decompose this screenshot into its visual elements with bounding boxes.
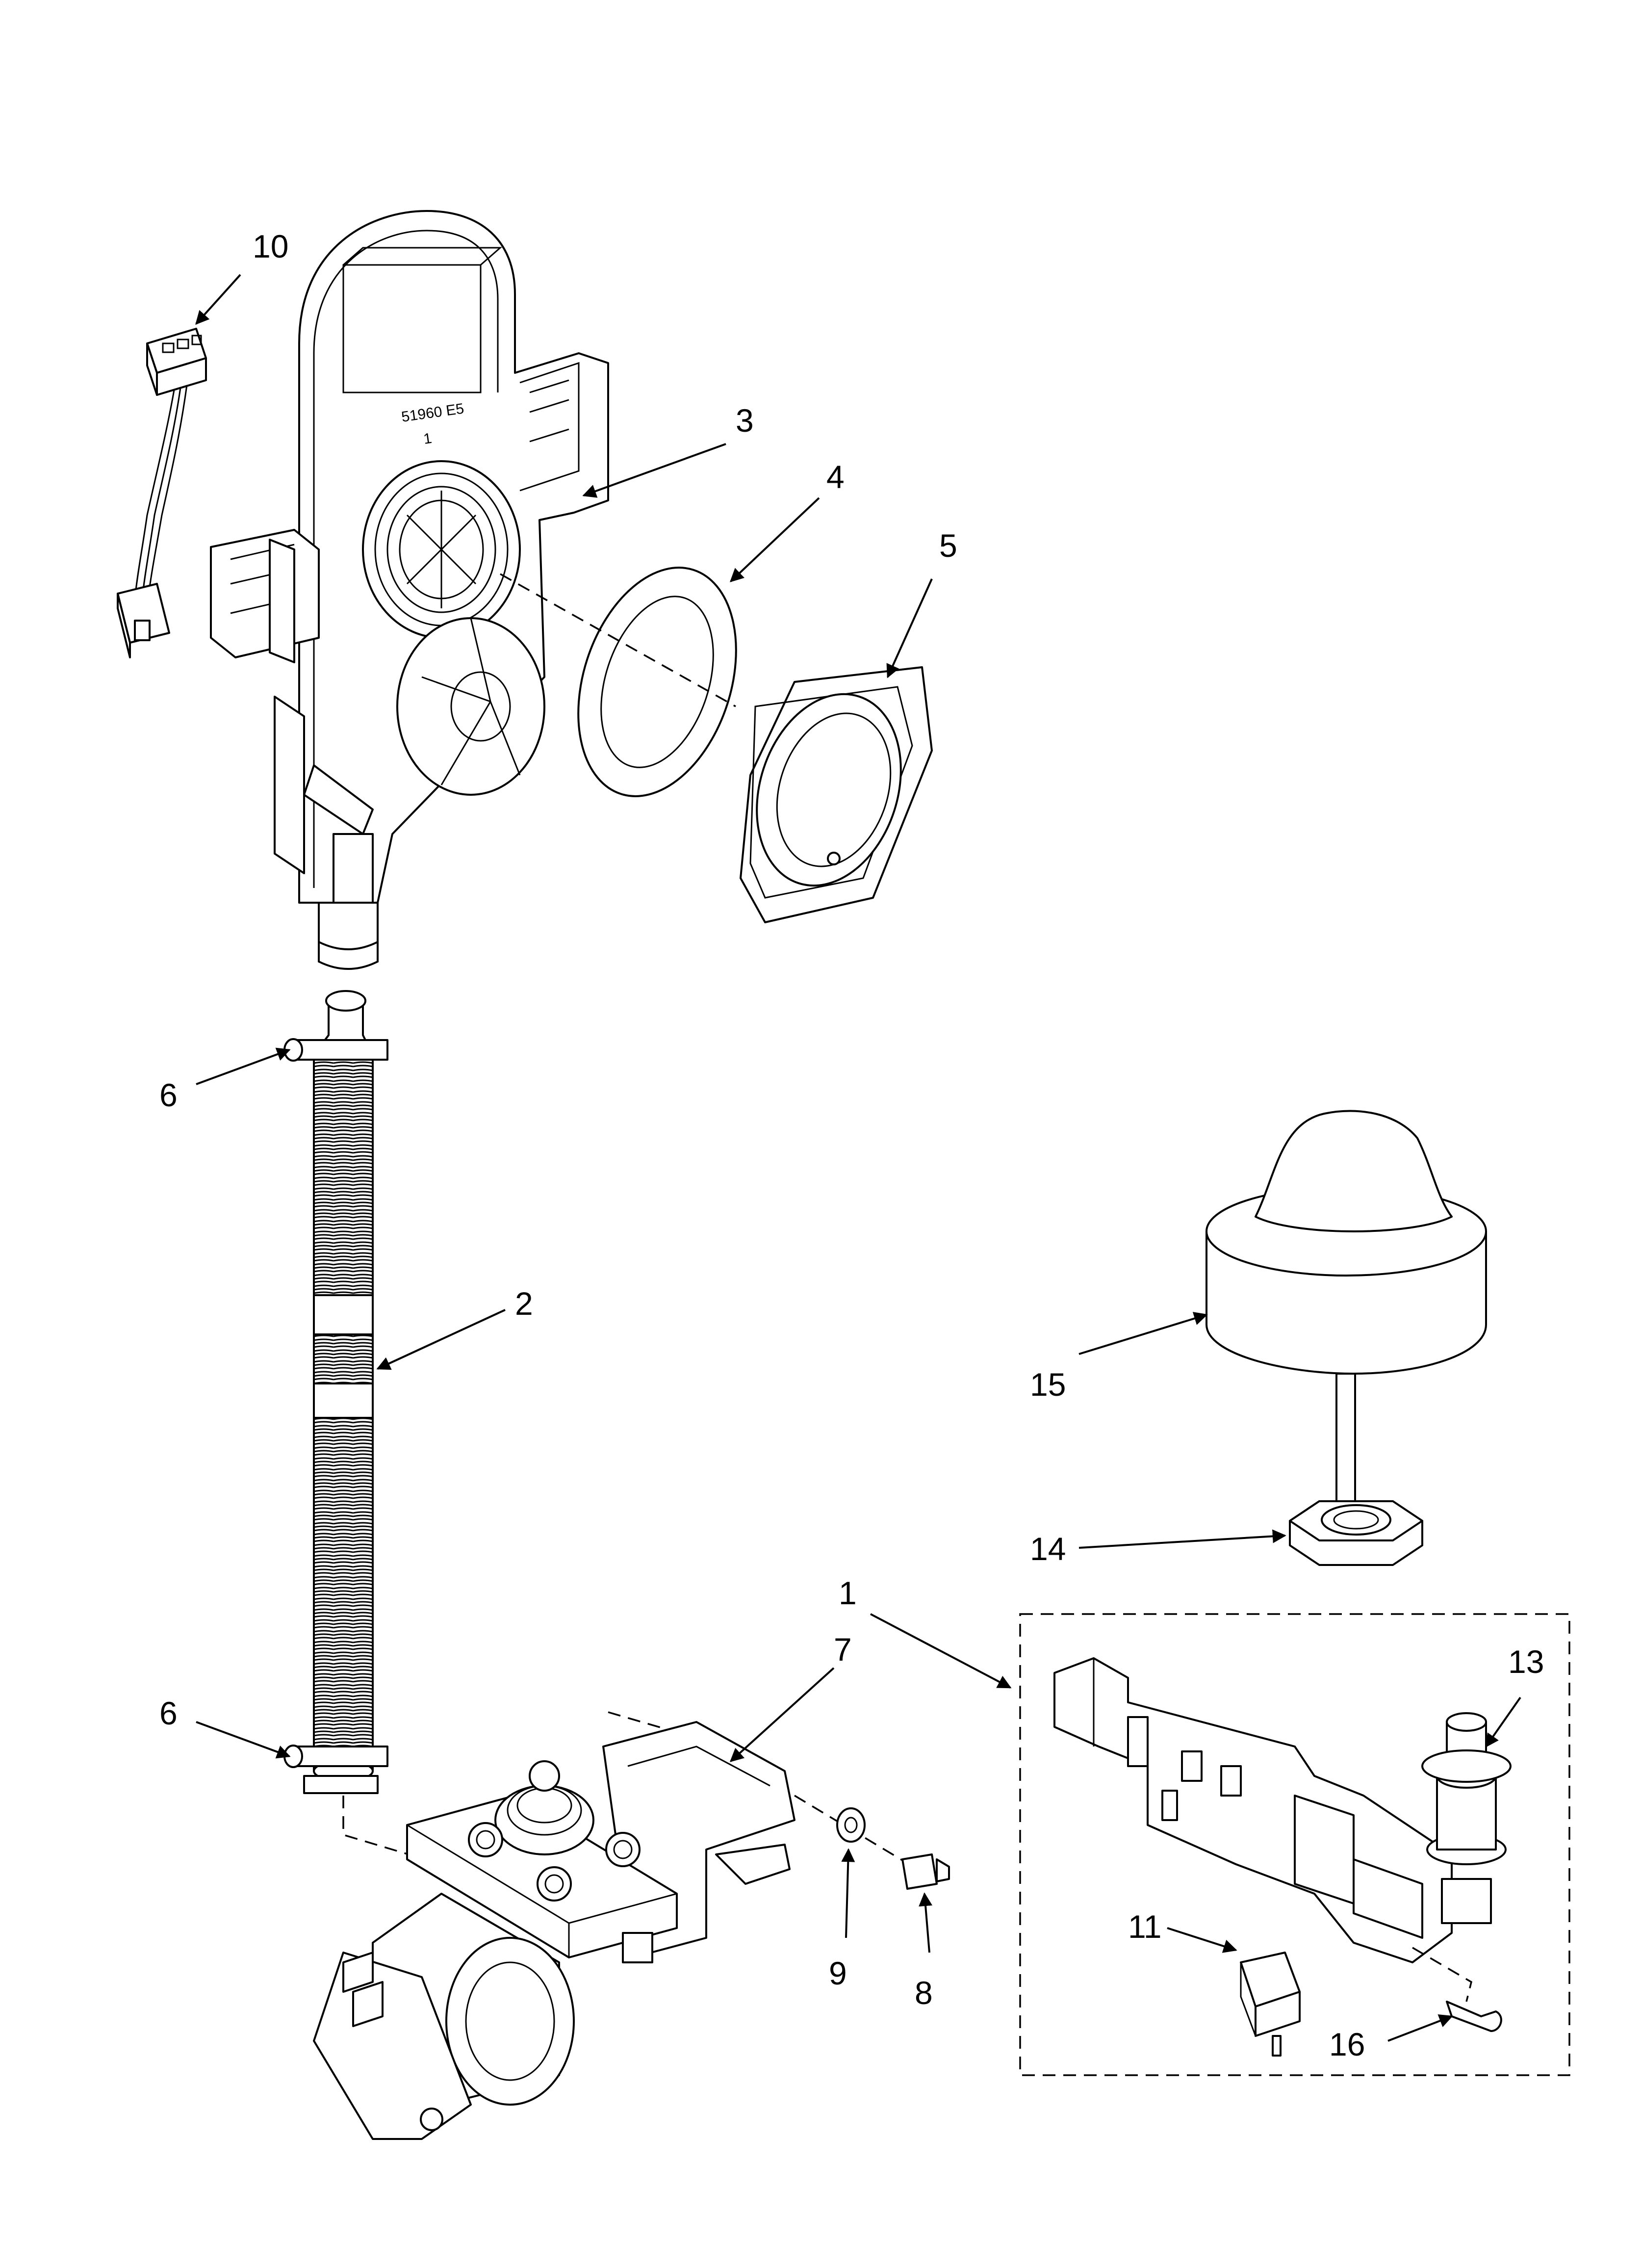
leader-lines <box>195 274 1521 2042</box>
hex-cap-part-5 <box>740 666 933 923</box>
leader-6-lower <box>196 1721 291 1759</box>
callout-2: 2 <box>515 1285 533 1322</box>
gasket-part-4 <box>577 567 737 797</box>
float-part-15 <box>1206 1110 1487 1502</box>
leader-4 <box>729 497 820 582</box>
inlet-valve-part-7 <box>313 1721 795 2140</box>
wire-harness-part-10 <box>117 328 207 658</box>
leader-15 <box>1078 1312 1208 1355</box>
clip-part-16 <box>1446 2001 1502 2032</box>
harness-plug <box>117 583 170 658</box>
hose-clamp-lower <box>283 1745 388 1768</box>
leader-8 <box>919 1892 933 1953</box>
housing-part-3: 51960 E5 1 <box>210 210 609 970</box>
harness-connector <box>146 328 207 396</box>
callout-4: 4 <box>826 459 845 495</box>
hex-nut-part-14 <box>1289 1500 1423 1566</box>
clip-axis <box>1412 1947 1473 2002</box>
leader-5 <box>886 578 933 678</box>
leader-6-upper <box>196 1047 291 1085</box>
callout-10: 10 <box>253 228 288 264</box>
leader-1 <box>870 1613 1012 1689</box>
callout-14: 14 <box>1030 1531 1066 1567</box>
screw-part-8 <box>901 1853 950 1890</box>
callout-6-upper: 6 <box>159 1077 178 1113</box>
callout-1: 1 <box>839 1575 857 1611</box>
leader-2 <box>376 1309 506 1370</box>
callout-11: 11 <box>1128 1908 1162 1945</box>
callout-9: 9 <box>829 1955 847 1991</box>
leader-10 <box>195 274 241 325</box>
leader-3 <box>582 443 726 498</box>
callout-8: 8 <box>915 1975 933 2011</box>
callout-labels: 10 3 4 5 6 2 6 7 1 9 8 15 14 13 11 16 <box>159 228 1544 2062</box>
part-marking-line2: 1 <box>422 430 433 447</box>
callout-5: 5 <box>939 527 957 564</box>
leader-16 <box>1387 2014 1453 2042</box>
callout-3: 3 <box>736 402 754 439</box>
switch-post-part-13 <box>1421 1712 1512 1924</box>
callout-13: 13 <box>1508 1643 1544 1680</box>
assembly-axis-upper <box>500 573 736 707</box>
leader-14 <box>1078 1529 1286 1549</box>
hose-clamp-upper <box>283 1038 388 1062</box>
callout-16: 16 <box>1329 2026 1365 2062</box>
micro-switch-part-11 <box>1240 1952 1301 2057</box>
callout-15: 15 <box>1030 1366 1066 1403</box>
float-switch-bracket <box>1053 1657 1453 1963</box>
float-switch-assembly-box <box>1019 1613 1570 2076</box>
leader-13 <box>1485 1696 1521 1748</box>
leader-9 <box>841 1848 855 1938</box>
hose-part-2 <box>303 990 379 1794</box>
callout-7: 7 <box>834 1631 852 1668</box>
washer-part-9 <box>836 1807 866 1843</box>
leader-7 <box>729 1667 835 1762</box>
leader-11 <box>1167 1927 1237 1953</box>
callout-6-lower: 6 <box>159 1695 178 1731</box>
